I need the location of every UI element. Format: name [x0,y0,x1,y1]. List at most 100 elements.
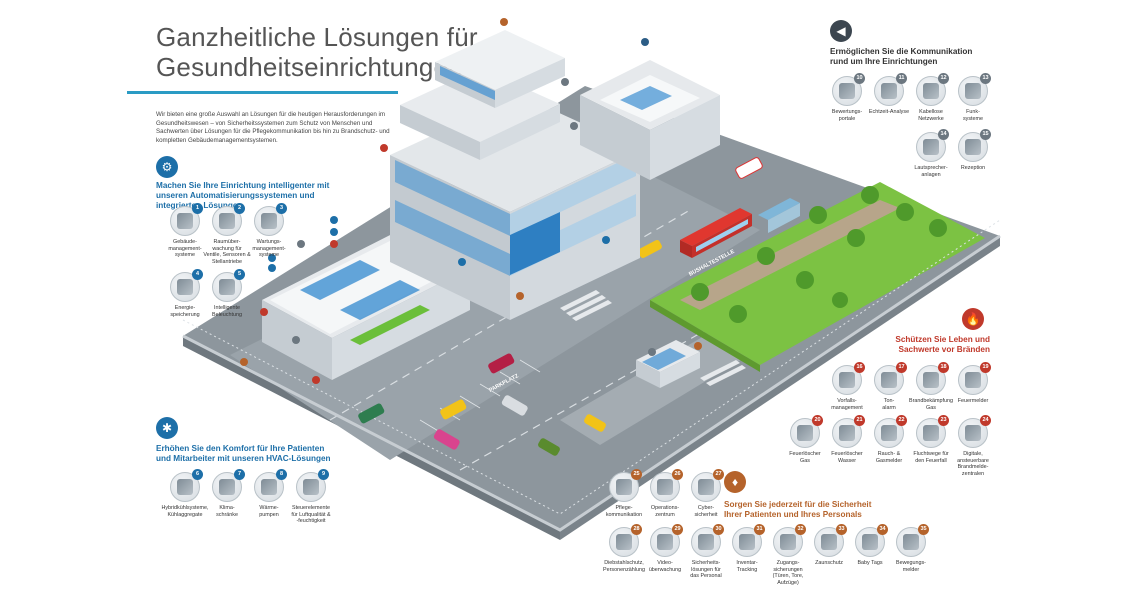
item-glyph [903,534,919,550]
item-glyph [177,279,193,295]
item-glyph [219,279,235,295]
bus-stop-shelter [758,198,800,233]
item-label: Rauch- & Gasmelder [875,451,903,464]
chiller-icon: 6 [170,469,203,502]
intro-text: Wir bieten eine große Auswahl an Lösunge… [156,111,390,144]
item-label: Cyber- sicherheit [694,505,718,518]
item-number-badge: 22 [896,415,907,426]
cyber-icon: 27 [691,469,724,502]
item-label: Ton- alarm [882,398,896,411]
item-label: Video- überwachung [648,560,682,573]
item-glyph [923,372,939,388]
tag-icon: 31 [732,524,765,557]
item-glyph [657,479,673,495]
item-label: Feuermelder [957,398,989,404]
item-number-badge: 1 [192,203,203,214]
item-label: Kabellose Netzwerke [918,109,944,122]
item-glyph [965,372,981,388]
title-line-1: Ganzheitliche Lösungen für [156,22,478,52]
valve-icon: 2 [212,203,245,236]
trees [691,186,947,323]
item-glyph [923,83,939,99]
item-number-badge: 4 [192,269,203,280]
camera-icon: 29 [650,524,683,557]
cars [358,157,763,456]
item-number-badge: 31 [754,524,765,535]
item-glyph [965,139,981,155]
perimeter-fence [182,234,1001,532]
item-number-badge: 3 [276,203,287,214]
main-tower [390,30,640,320]
item-number-badge: 35 [918,524,929,535]
cabinet-icon: 7 [212,469,245,502]
item-label: Steuerelemente für Luftqualität & -feuch… [291,505,331,525]
item-label: Echtzeit-Analyse [868,109,910,115]
item-label: Lautsprecher- anlagen [914,165,948,178]
item-label: Vorfalls- management [831,398,863,411]
item-glyph [881,425,897,441]
item-number-badge: 21 [854,415,865,426]
security-cabin [636,340,700,388]
item-number-badge: 15 [980,129,991,140]
item-glyph [839,83,855,99]
flame-icon: 🔥 [962,308,984,330]
baby-icon: 34 [855,524,888,557]
gears-icon: ⚙ [156,156,178,178]
radio-icon: 13 [958,73,991,106]
security-heading: Sorgen Sie jederzeit für die Sicherheit … [724,500,872,519]
item-number-badge: 33 [836,524,847,535]
item-label: Intelligente Beleuchtung [212,305,242,318]
heatpump-icon: 8 [254,469,287,502]
item-label: Bewegungs- melder [896,560,926,573]
item-glyph [177,479,193,495]
item-number-badge: 18 [938,362,949,373]
bus [680,208,752,258]
item-glyph [839,372,855,388]
item-number-badge: 8 [276,469,287,480]
item-label: Zaunschutz [815,560,843,566]
motion-icon: 35 [896,524,929,557]
item-number-badge: 30 [713,524,724,535]
gate-icon: 28 [609,524,642,557]
item-number-badge: 12 [938,73,949,84]
item-glyph [965,425,981,441]
fire-detector-icon: 19 [958,362,991,395]
item-label: Wärme- pumpen [259,505,279,518]
item-glyph [698,479,714,495]
item-number-badge: 16 [854,362,865,373]
item-number-badge: 27 [713,469,724,480]
item-glyph [219,213,235,229]
page-title: Ganzheitliche Lösungen für Gesundheitsei… [156,22,478,82]
nurse-call-icon: 25 [609,469,642,502]
hvac-heading: Erhöhen Sie den Komfort für Ihre Patient… [156,444,331,463]
incident-icon: 16 [832,362,865,395]
item-label: Klima- schränke [216,505,238,518]
item-label: Gebäude- management- systeme [168,239,202,259]
item-number-badge: 13 [980,73,991,84]
item-label: Inventar- Tracking [736,560,758,573]
communication-heading: Ermöglichen Sie die Kommunikation rund u… [830,47,973,66]
item-glyph [881,83,897,99]
item-label: Feuerlöscher Gas [789,451,821,464]
item-number-badge: 25 [631,469,642,480]
tablet-icon: 10 [832,73,865,106]
